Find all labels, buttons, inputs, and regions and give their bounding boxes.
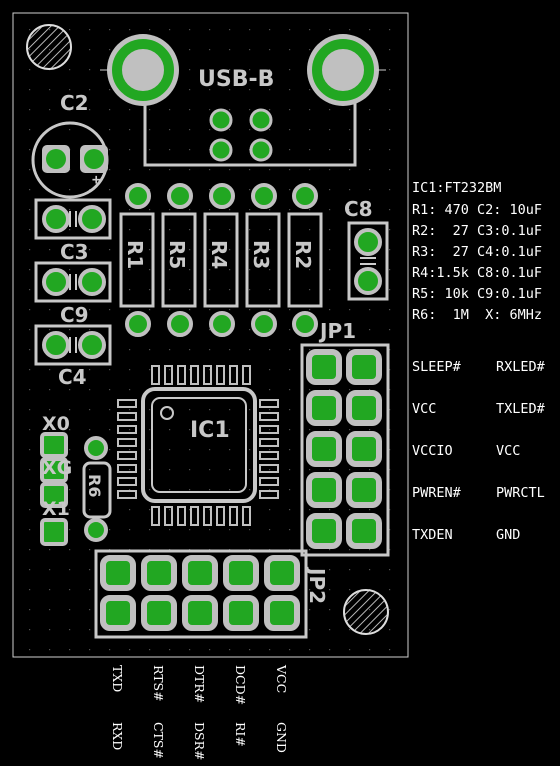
crystal-x: X0 XG X1 [40,413,112,546]
jp1-pin-label: PWREN# [412,485,461,501]
jp1-pin-label: VCCIO [412,443,453,459]
bom-row: R3: 27 C4:0.1uF [412,244,543,260]
r1-silk-label: R1 [123,240,147,269]
jp1-pin-label: TXLED# [496,401,545,417]
r6-silk-label: R6 [85,474,104,497]
c9-silk-label: C9 [60,303,89,327]
bom-row: R1: 470 C2: 10uF [412,202,543,218]
capacitor-c4 [34,324,112,366]
jp2-pin-label: DTR# [192,665,207,704]
usb-silk-label: USB-B [198,67,274,92]
jp2-silk-label: JP2 [305,566,329,604]
jp2-pin-label: RXD [110,722,125,751]
r2-silk-label: R2 [291,240,315,269]
jp2-pin-label: DSR# [192,722,207,761]
c8-silk-label: C8 [344,197,373,221]
x0-silk-label: X0 [42,413,70,435]
jp2-pin-label: RI# [233,722,248,747]
jp1-pin-label: SLEEP# [412,359,461,375]
jp1-pin-label: RXLED# [496,359,545,375]
bom-row: R6: 1M X: 6MHz [412,307,543,323]
bom-row: R5: 10k C9:0.1uF [412,286,543,302]
capacitor-top [34,198,112,240]
mounting-holes [26,24,389,635]
jp1-silk-label: JP1 [318,319,356,343]
r4-silk-label: R4 [207,240,231,269]
resistor-array [119,183,323,337]
jp2-pin-label: DCD# [233,665,248,706]
c2-silk-label: C2 [60,91,89,115]
jp1-pin-label: GND [496,527,521,543]
usb-b-connector: USB-B [100,34,386,167]
capacitor-c2: + C2 [31,91,109,199]
jp2-pin-label: GND [274,722,289,753]
r5-silk-label: R5 [165,240,189,269]
x1-silk-label: X1 [42,498,70,520]
jp1-pin-label: TXDEN [412,527,453,543]
bom-title: IC1:FT232BM [412,180,502,196]
xg-silk-label: XG [42,457,72,479]
c3-silk-label: C3 [60,240,89,264]
svg-text:+: + [92,172,100,188]
header-jp1: JP1 [300,319,390,557]
header-jp2 [94,549,308,639]
jp1-pin-label: PWRCTL [496,485,545,501]
capacitor-c3 [34,261,112,303]
bom-row: R4:1.5k C8:0.1uF [412,265,543,281]
jp1-pin-label: VCC [496,443,521,459]
jp2-pin-label: RTS# [151,665,166,702]
ic1-package: IC1 [117,365,279,526]
ic1-silk-label: IC1 [190,418,230,443]
capacitor-c8: C8 [344,197,389,301]
jp1-pin-label: VCC [412,401,437,417]
c4-silk-label: C4 [58,365,87,389]
jp2-pin-label: VCC [274,665,289,694]
bom-row: R2: 27 C3:0.1uF [412,223,543,239]
jp2-pin-label: CTS# [151,722,166,759]
r3-silk-label: R3 [249,240,273,269]
jp2-pin-label: TXD [110,665,125,693]
